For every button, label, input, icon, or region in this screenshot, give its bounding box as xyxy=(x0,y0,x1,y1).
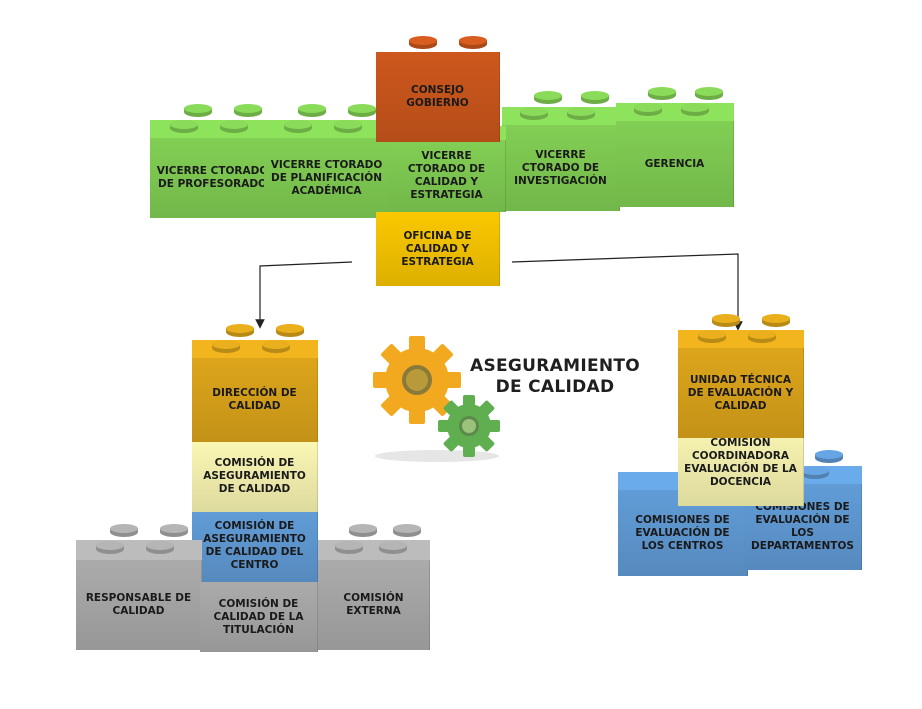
stud xyxy=(212,340,240,356)
stud xyxy=(748,330,776,346)
block-vr-calidad: VICERRE CTORADO DE CALIDAD Y ESTRATEGIA xyxy=(388,126,506,212)
stud xyxy=(334,120,362,136)
connector-right xyxy=(511,253,743,331)
stud xyxy=(379,541,407,557)
block-comision-centro: COMISIÓN DE ASEGURAMIENTO DE CALIDAD DEL… xyxy=(192,510,318,582)
stud xyxy=(534,91,562,107)
block-vr-profesorado: VICERRE CTORADO DE PROFESORADO xyxy=(150,104,276,218)
stud xyxy=(220,120,248,136)
gears-icon xyxy=(373,336,500,462)
block-label-oficina: OFICINA DE CALIDAD Y ESTRATEGIA xyxy=(376,212,500,286)
block-label-comision-titulacion: COMISIÓN DE CALIDAD DE LA TITULACIÓN xyxy=(200,582,318,652)
block-label-comision-centro: COMISIÓN DE ASEGURAMIENTO DE CALIDAD DEL… xyxy=(192,510,318,582)
title-line-2: DE CALIDAD xyxy=(495,377,615,397)
stud xyxy=(335,541,363,557)
stud xyxy=(801,466,829,482)
block-label-gerencia: GERENCIA xyxy=(616,121,734,207)
block-consejo: CONSEJO GOBIERNO xyxy=(376,36,500,142)
block-responsable: RESPONSABLE DE CALIDAD xyxy=(76,524,202,650)
stud xyxy=(581,91,609,107)
stud xyxy=(459,36,487,52)
block-label-responsable: RESPONSABLE DE CALIDAD xyxy=(76,560,202,650)
stud xyxy=(284,120,312,136)
block-top xyxy=(150,120,276,138)
block-gerencia: GERENCIA xyxy=(616,87,734,207)
block-label-vr-planificacion: VICERRE CTORADO DE PLANIFICACIÓN ACADÉMI… xyxy=(264,138,390,218)
stud xyxy=(634,103,662,119)
stud xyxy=(276,324,304,340)
stud xyxy=(815,450,843,466)
stud xyxy=(234,104,262,120)
connector-left xyxy=(255,261,353,329)
block-label-comision-externa: COMISIÓN EXTERNA xyxy=(318,560,430,650)
stud xyxy=(298,104,326,120)
block-top xyxy=(264,120,390,138)
block-comision-titulacion: COMISIÓN DE CALIDAD DE LA TITULACIÓN xyxy=(200,582,318,652)
block-comision-aseg: COMISIÓN DE ASEGURAMIENTO DE CALIDAD xyxy=(192,440,318,512)
diagram-title: ASEGURAMIENTO DE CALIDAD xyxy=(470,356,640,398)
block-top xyxy=(76,540,202,560)
stud xyxy=(262,340,290,356)
block-direccion: DIRECCIÓN DE CALIDAD xyxy=(192,324,318,442)
block-top xyxy=(192,340,318,358)
stud xyxy=(160,524,188,540)
block-vr-investigacion: VICERRE CTORADO DE INVESTIGACIÓN xyxy=(502,91,620,211)
stud xyxy=(146,541,174,557)
block-vr-planificacion: VICERRE CTORADO DE PLANIFICACIÓN ACADÉMI… xyxy=(264,104,390,218)
title-line-1: ASEGURAMIENTO xyxy=(470,356,641,376)
stud xyxy=(348,104,376,120)
block-label-vr-profesorado: VICERRE CTORADO DE PROFESORADO xyxy=(150,138,276,218)
stud xyxy=(681,103,709,119)
block-top xyxy=(678,330,804,348)
stud xyxy=(698,330,726,346)
stud xyxy=(648,87,676,103)
stud xyxy=(110,524,138,540)
stud xyxy=(393,524,421,540)
block-label-vr-investigacion: VICERRE CTORADO DE INVESTIGACIÓN xyxy=(502,125,620,211)
stud xyxy=(567,107,595,123)
block-label-comisiones-departamentos: COMISIONES DE EVALUACIÓN DE LOS DEPARTAM… xyxy=(744,484,862,570)
stud xyxy=(349,524,377,540)
stud xyxy=(184,104,212,120)
block-label-consejo: CONSEJO GOBIERNO xyxy=(376,52,500,142)
block-comision-externa: COMISIÓN EXTERNA xyxy=(318,524,430,650)
stud xyxy=(409,36,437,52)
block-label-direccion: DIRECCIÓN DE CALIDAD xyxy=(192,358,318,442)
block-oficina: OFICINA DE CALIDAD Y ESTRATEGIA xyxy=(376,212,500,286)
block-label-vr-calidad: VICERRE CTORADO DE CALIDAD Y ESTRATEGIA xyxy=(388,140,506,212)
stud xyxy=(712,314,740,330)
stud xyxy=(96,541,124,557)
stud xyxy=(762,314,790,330)
stud xyxy=(170,120,198,136)
block-unidad-tecnica: UNIDAD TÉCNICA DE EVALUACIÓN Y CALIDAD xyxy=(678,314,804,438)
block-label-unidad-tecnica: UNIDAD TÉCNICA DE EVALUACIÓN Y CALIDAD xyxy=(678,348,804,438)
stud xyxy=(226,324,254,340)
stud xyxy=(520,107,548,123)
block-label-comision-aseg: COMISIÓN DE ASEGURAMIENTO DE CALIDAD xyxy=(192,440,318,512)
stud xyxy=(695,87,723,103)
